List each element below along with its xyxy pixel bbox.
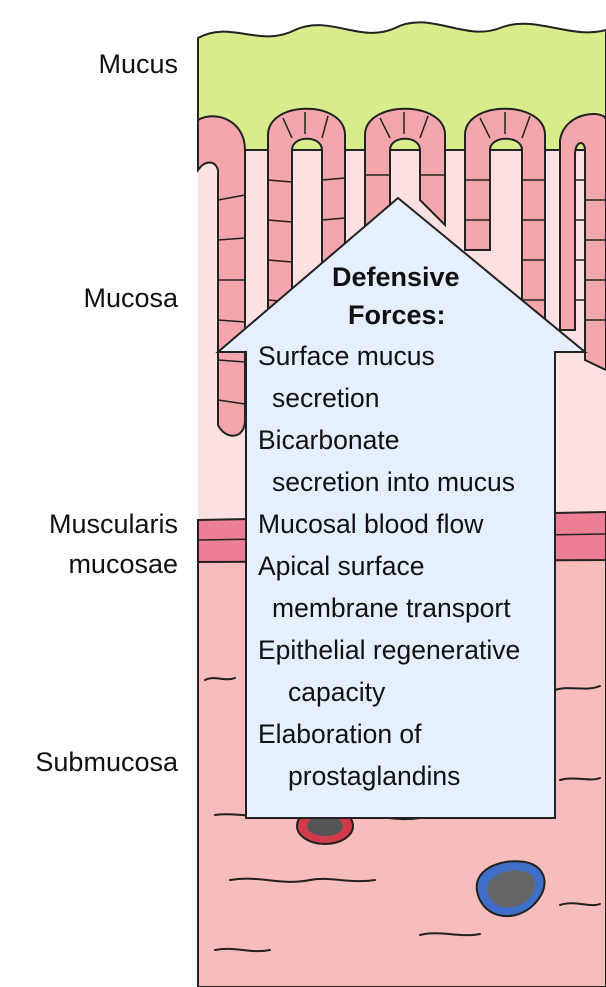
force-item: Bicarbonate — [258, 420, 399, 462]
label-muscularis-line2: mucosae — [3, 548, 178, 580]
arrow-title-line1: Defensive — [332, 258, 460, 296]
force-item: membrane transport — [272, 588, 511, 630]
force-item: secretion — [272, 378, 380, 420]
force-item: Apical surface — [258, 546, 424, 588]
force-item: secretion into mucus — [272, 462, 515, 504]
force-item: Surface mucus — [258, 336, 435, 378]
label-submucosa: Submucosa — [3, 746, 178, 778]
label-muscularis-line1: Muscularis — [3, 508, 178, 540]
force-item: Epithelial regenerative — [258, 630, 520, 672]
label-mucosa: Mucosa — [3, 282, 178, 314]
force-item: Elaboration of — [258, 714, 422, 756]
force-item: prostaglandins — [288, 756, 460, 798]
label-mucus: Mucus — [3, 48, 178, 80]
arrow-title-line2: Forces: — [348, 296, 446, 334]
force-item: capacity — [288, 672, 385, 714]
force-item: Mucosal blood flow — [258, 504, 483, 546]
